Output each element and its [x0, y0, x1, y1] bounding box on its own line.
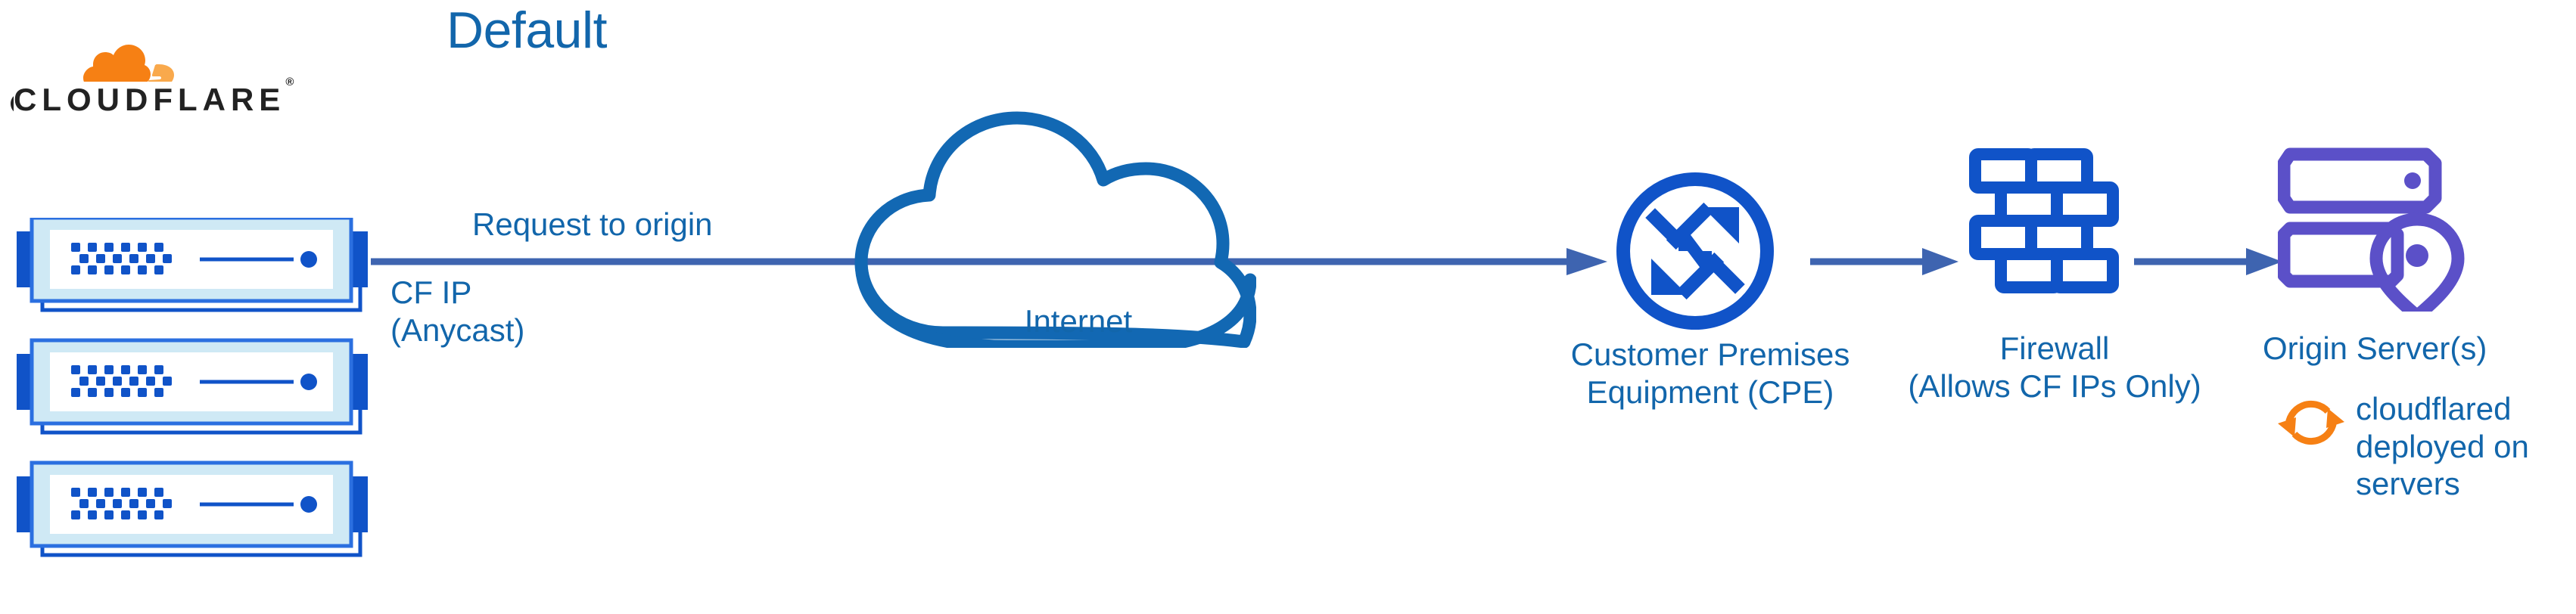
- origin-server-label: Origin Server(s): [2263, 330, 2487, 366]
- cf-ip-line2: (Anycast): [390, 312, 525, 348]
- wordmark-label: CLOUDFLARE: [14, 82, 286, 117]
- internet-label: Internet: [1024, 303, 1133, 339]
- cpe-to-firewall-arrow: [1810, 248, 1958, 275]
- firewall-label: Firewall (Allows CF IPs Only): [1881, 330, 2229, 405]
- cf-ip-line1: CF IP: [390, 274, 472, 310]
- cloudflared-note-label: cloudflared deployed on servers: [2356, 390, 2545, 503]
- request-to-origin-label: Request to origin: [472, 206, 713, 242]
- cpe-label: Customer Premises Equipment (CPE): [1544, 336, 1877, 411]
- cloudflare-edge-servers: [8, 218, 371, 596]
- firewall-label-line2: (Allows CF IPs Only): [1908, 367, 2201, 404]
- sync-refresh-icon: [2278, 400, 2344, 445]
- cloudflare-wordmark-text: CLOUDFLARE®: [14, 76, 294, 118]
- cpe-label-line2: Equipment (CPE): [1586, 374, 1834, 410]
- internet-cloud-icon: [854, 111, 1256, 348]
- cloudflare-cloud-icon: [83, 45, 174, 86]
- cf-ip-anycast-label: CF IP (Anycast): [390, 274, 524, 349]
- cloudflared-note-line1: cloudflared: [2356, 391, 2512, 426]
- registered-mark: ®: [285, 76, 294, 88]
- page-title: Default: [446, 2, 607, 59]
- cpe-label-line1: Customer Premises: [1570, 336, 1850, 372]
- internet-cloud-lower-arc: [854, 255, 1256, 348]
- brick-wall-icon: [1969, 148, 2119, 293]
- router-four-arrows-icon: [1616, 172, 1774, 330]
- cloudflared-note-line3: servers: [2356, 466, 2460, 502]
- firewall-to-origin-arrow: [2134, 248, 2282, 275]
- cloudflared-note-line2: deployed on: [2356, 428, 2529, 464]
- request-to-origin-arrow: [371, 248, 1607, 275]
- firewall-label-line1: Firewall: [1999, 330, 2110, 366]
- server-rack-location-pin-icon: [2278, 147, 2465, 312]
